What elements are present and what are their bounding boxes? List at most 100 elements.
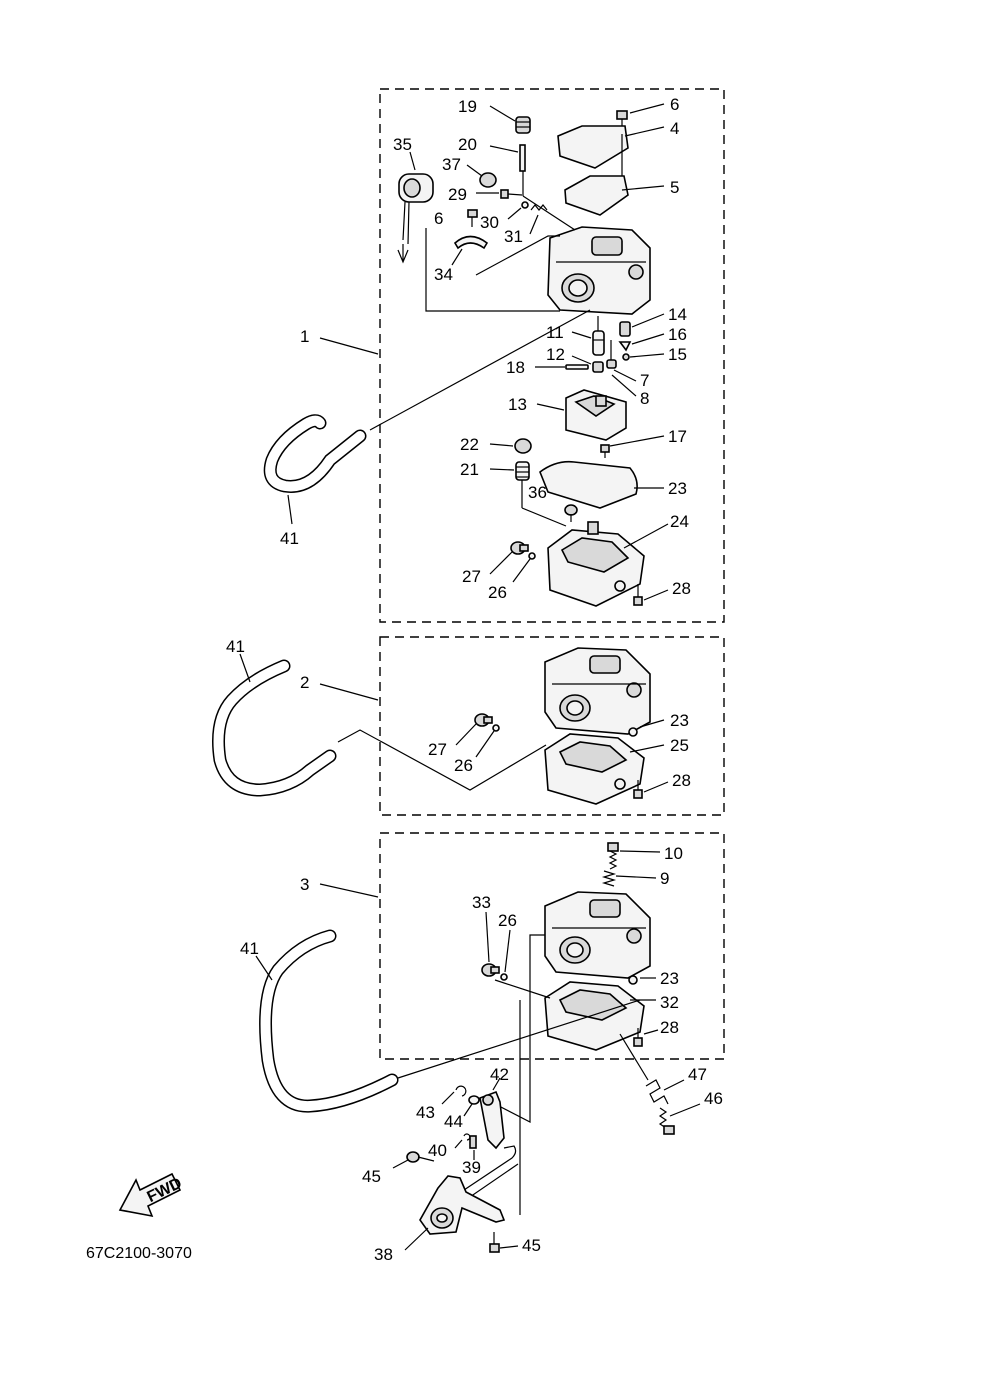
part-38-bracket xyxy=(419,1175,506,1235)
part-15-plug xyxy=(622,353,630,361)
part-13-float xyxy=(565,389,627,441)
part-41-hose-3 xyxy=(259,929,399,1113)
label-16: 16 xyxy=(668,325,687,344)
part-35-solenoid xyxy=(397,173,434,264)
part-28-screw-2 xyxy=(633,780,643,799)
label-34: 34 xyxy=(434,265,453,284)
part-43-clip xyxy=(455,1085,467,1097)
label-47: 47 xyxy=(688,1065,707,1084)
label-23a: 23 xyxy=(668,479,687,498)
label-24: 24 xyxy=(670,512,689,531)
part-37-grommet xyxy=(479,172,497,188)
label-26c: 26 xyxy=(498,911,517,930)
part-33-screw xyxy=(481,963,500,977)
part-17-screw xyxy=(600,444,610,458)
carburetor-body-2 xyxy=(544,647,651,735)
part-47-spring xyxy=(645,1079,669,1105)
label-26b: 26 xyxy=(454,756,473,775)
part-31-spring xyxy=(530,204,548,211)
label-40: 40 xyxy=(428,1141,447,1160)
part-22-cap xyxy=(514,438,532,454)
part-12-jet xyxy=(592,361,604,373)
label-37: 37 xyxy=(442,155,461,174)
label-23c: 23 xyxy=(660,969,679,988)
part-26-oring-3 xyxy=(500,973,508,981)
carburetor-body-1 xyxy=(547,226,651,315)
part-27-screw-2 xyxy=(474,713,493,727)
part-45-screw-2 xyxy=(489,1232,500,1253)
part-16-washer xyxy=(618,341,632,352)
part-23-oring-2 xyxy=(628,727,638,737)
assembly-box-1 xyxy=(379,88,725,623)
part-4-cover xyxy=(557,125,629,169)
label-43: 43 xyxy=(416,1103,435,1122)
label-20: 20 xyxy=(458,135,477,154)
diagram-code: 67C2100-3070 xyxy=(86,1245,192,1262)
carburetor-body-3 xyxy=(544,891,651,979)
label-33: 33 xyxy=(472,893,491,912)
part-11-main-nozzle xyxy=(592,316,605,356)
label-45b: 45 xyxy=(522,1236,541,1255)
label-28b: 28 xyxy=(672,771,691,790)
label-4: 4 xyxy=(670,119,679,138)
part-27-screw xyxy=(510,541,529,555)
label-35: 35 xyxy=(393,135,412,154)
part-24-float-chamber xyxy=(547,521,645,607)
label-11: 11 xyxy=(546,323,564,342)
label-29: 29 xyxy=(448,185,467,204)
label-14: 14 xyxy=(668,305,687,324)
part-19-plug xyxy=(515,116,531,134)
label-18: 18 xyxy=(506,358,525,377)
label-6b: 6 xyxy=(434,209,443,228)
label-23b: 23 xyxy=(670,711,689,730)
label-22: 22 xyxy=(460,435,479,454)
label-1: 1 xyxy=(300,327,309,346)
part-6-screw-left xyxy=(467,209,478,227)
label-25: 25 xyxy=(670,736,689,755)
assembly-box-3 xyxy=(379,832,725,1060)
label-41c: 41 xyxy=(240,939,259,958)
part-26-oring xyxy=(528,552,536,560)
part-41-hose-1 xyxy=(263,414,367,493)
label-32: 32 xyxy=(660,993,679,1012)
label-10: 10 xyxy=(664,844,683,863)
part-41-hose-2 xyxy=(212,659,337,797)
label-21: 21 xyxy=(460,460,479,479)
label-28c: 28 xyxy=(660,1018,679,1037)
part-29-screw xyxy=(500,189,523,199)
part-9-spring xyxy=(601,870,617,887)
label-7: 7 xyxy=(640,371,649,390)
label-38: 38 xyxy=(374,1245,393,1264)
part-20-pin xyxy=(519,144,526,172)
label-26a: 26 xyxy=(488,583,507,602)
label-19: 19 xyxy=(458,97,477,116)
label-27a: 27 xyxy=(462,567,481,586)
part-46-screw xyxy=(658,1107,675,1135)
label-2: 2 xyxy=(300,673,309,692)
assembly-box-2 xyxy=(379,636,725,816)
label-41b: 41 xyxy=(226,637,245,656)
part-32-float-chamber xyxy=(544,981,645,1051)
label-13: 13 xyxy=(508,395,527,414)
part-44-washer xyxy=(468,1095,480,1105)
part-39-link xyxy=(469,1135,477,1149)
part-30-oring xyxy=(521,201,529,209)
part-21-spring xyxy=(515,461,530,481)
label-30: 30 xyxy=(480,213,499,232)
part-40-clip xyxy=(463,1133,471,1141)
fwd-arrow-icon: FWD xyxy=(118,1172,185,1218)
label-3: 3 xyxy=(300,875,309,894)
label-6a: 6 xyxy=(670,95,679,114)
label-36: 36 xyxy=(528,483,547,502)
label-31: 31 xyxy=(504,227,523,246)
label-17: 17 xyxy=(668,427,687,446)
label-41a: 41 xyxy=(280,529,299,548)
part-5-gasket xyxy=(564,175,629,216)
label-42: 42 xyxy=(490,1065,509,1084)
label-28a: 28 xyxy=(672,579,691,598)
label-44: 44 xyxy=(444,1112,463,1131)
part-10-screw xyxy=(607,842,619,870)
part-28-screw-3 xyxy=(633,1028,643,1047)
part-25-float-chamber xyxy=(544,733,645,805)
